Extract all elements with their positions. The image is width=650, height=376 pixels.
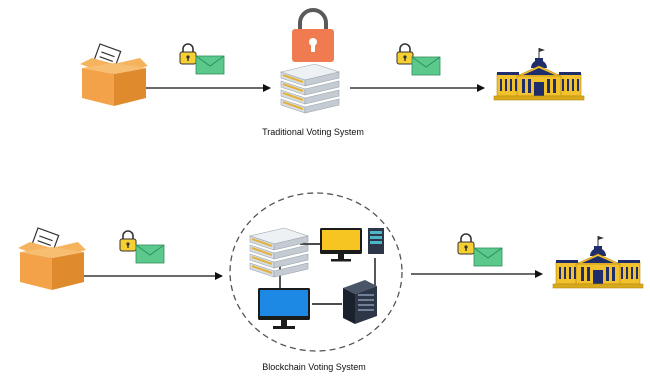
blockchain-diagram (17, 192, 644, 352)
blockchain-caption: Blockchain Voting System (262, 362, 366, 372)
server-tower-icon (368, 228, 384, 254)
envelope-icon (411, 56, 441, 76)
server-rack-icon (249, 227, 309, 278)
traditional-diagram (79, 8, 585, 114)
padlock-icon (292, 8, 334, 62)
ballot-box-icon (17, 227, 87, 291)
padlock-icon (396, 43, 414, 65)
envelope-icon (135, 244, 165, 264)
traditional-caption: Traditional Voting System (262, 127, 364, 137)
government-building-icon (493, 47, 585, 101)
monitor-icon (320, 228, 362, 262)
government-building-icon (552, 235, 644, 289)
network-links (279, 243, 376, 305)
blockchain-network-circle (229, 192, 403, 352)
ballot-box-icon (79, 43, 149, 107)
padlock-icon (457, 233, 475, 255)
server-tower-icon (343, 280, 377, 324)
monitor-icon (258, 288, 310, 329)
envelope-icon (195, 55, 225, 75)
envelope-icon (473, 247, 503, 267)
padlock-icon (119, 230, 137, 252)
server-rack-icon (280, 63, 340, 114)
padlock-icon (179, 43, 197, 65)
